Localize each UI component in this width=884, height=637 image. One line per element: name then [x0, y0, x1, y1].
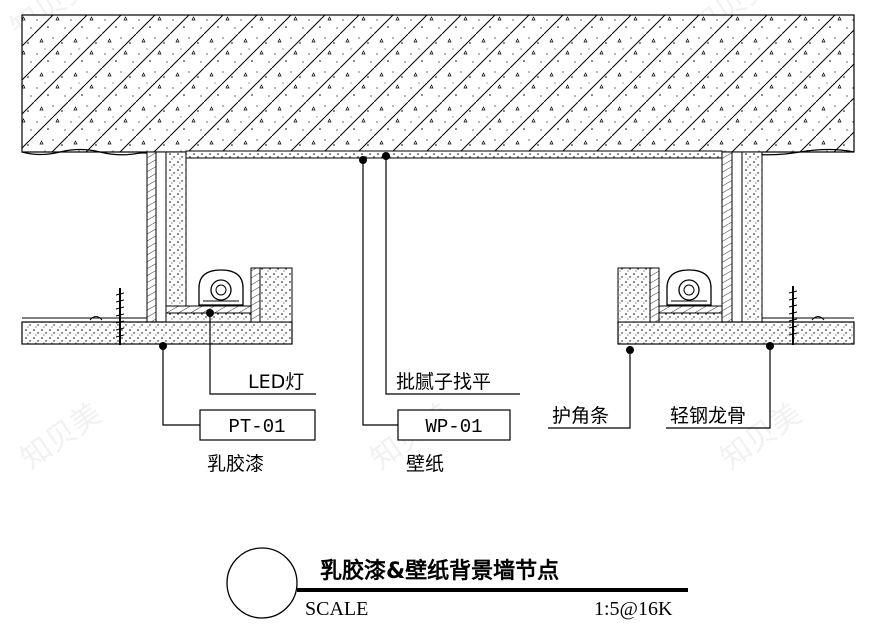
watermark-text: 知贝美 — [15, 396, 109, 476]
pt-code-label: PT-01 — [228, 416, 285, 438]
leader-lines — [162, 156, 771, 429]
right-wall-section — [617, 151, 855, 345]
screw-right — [788, 286, 798, 345]
scale-label: SCALE — [305, 598, 368, 620]
led-label: LED灯 — [248, 371, 304, 393]
putty-label: 批腻子找平 — [396, 371, 491, 393]
wp-code-box — [397, 409, 511, 441]
wp-code-label: WP-01 — [425, 416, 482, 438]
title-block: 乳胶漆&壁纸背景墙节点 SCALE 1:5@16K — [226, 547, 688, 620]
screw-left — [115, 288, 125, 345]
left-wall-section — [21, 151, 293, 345]
drawing-title: 乳胶漆&壁纸背景墙节点 — [320, 558, 559, 584]
scale-value: 1:5@16K — [594, 598, 673, 620]
led-fixture-left — [198, 269, 244, 306]
concrete-slab — [21, 14, 855, 156]
led-fixture-right — [666, 269, 712, 306]
light-steel-keel-label: 轻钢龙骨 — [670, 405, 746, 427]
wp-material-label: 壁纸 — [406, 453, 444, 475]
detail-reference-circle — [226, 547, 298, 619]
leader-dots — [159, 152, 774, 354]
putty-layer — [185, 150, 723, 159]
pt-material-label: 乳胶漆 — [207, 453, 264, 475]
pt-code-box — [199, 409, 316, 441]
corner-bead-label: 护角条 — [552, 405, 609, 427]
